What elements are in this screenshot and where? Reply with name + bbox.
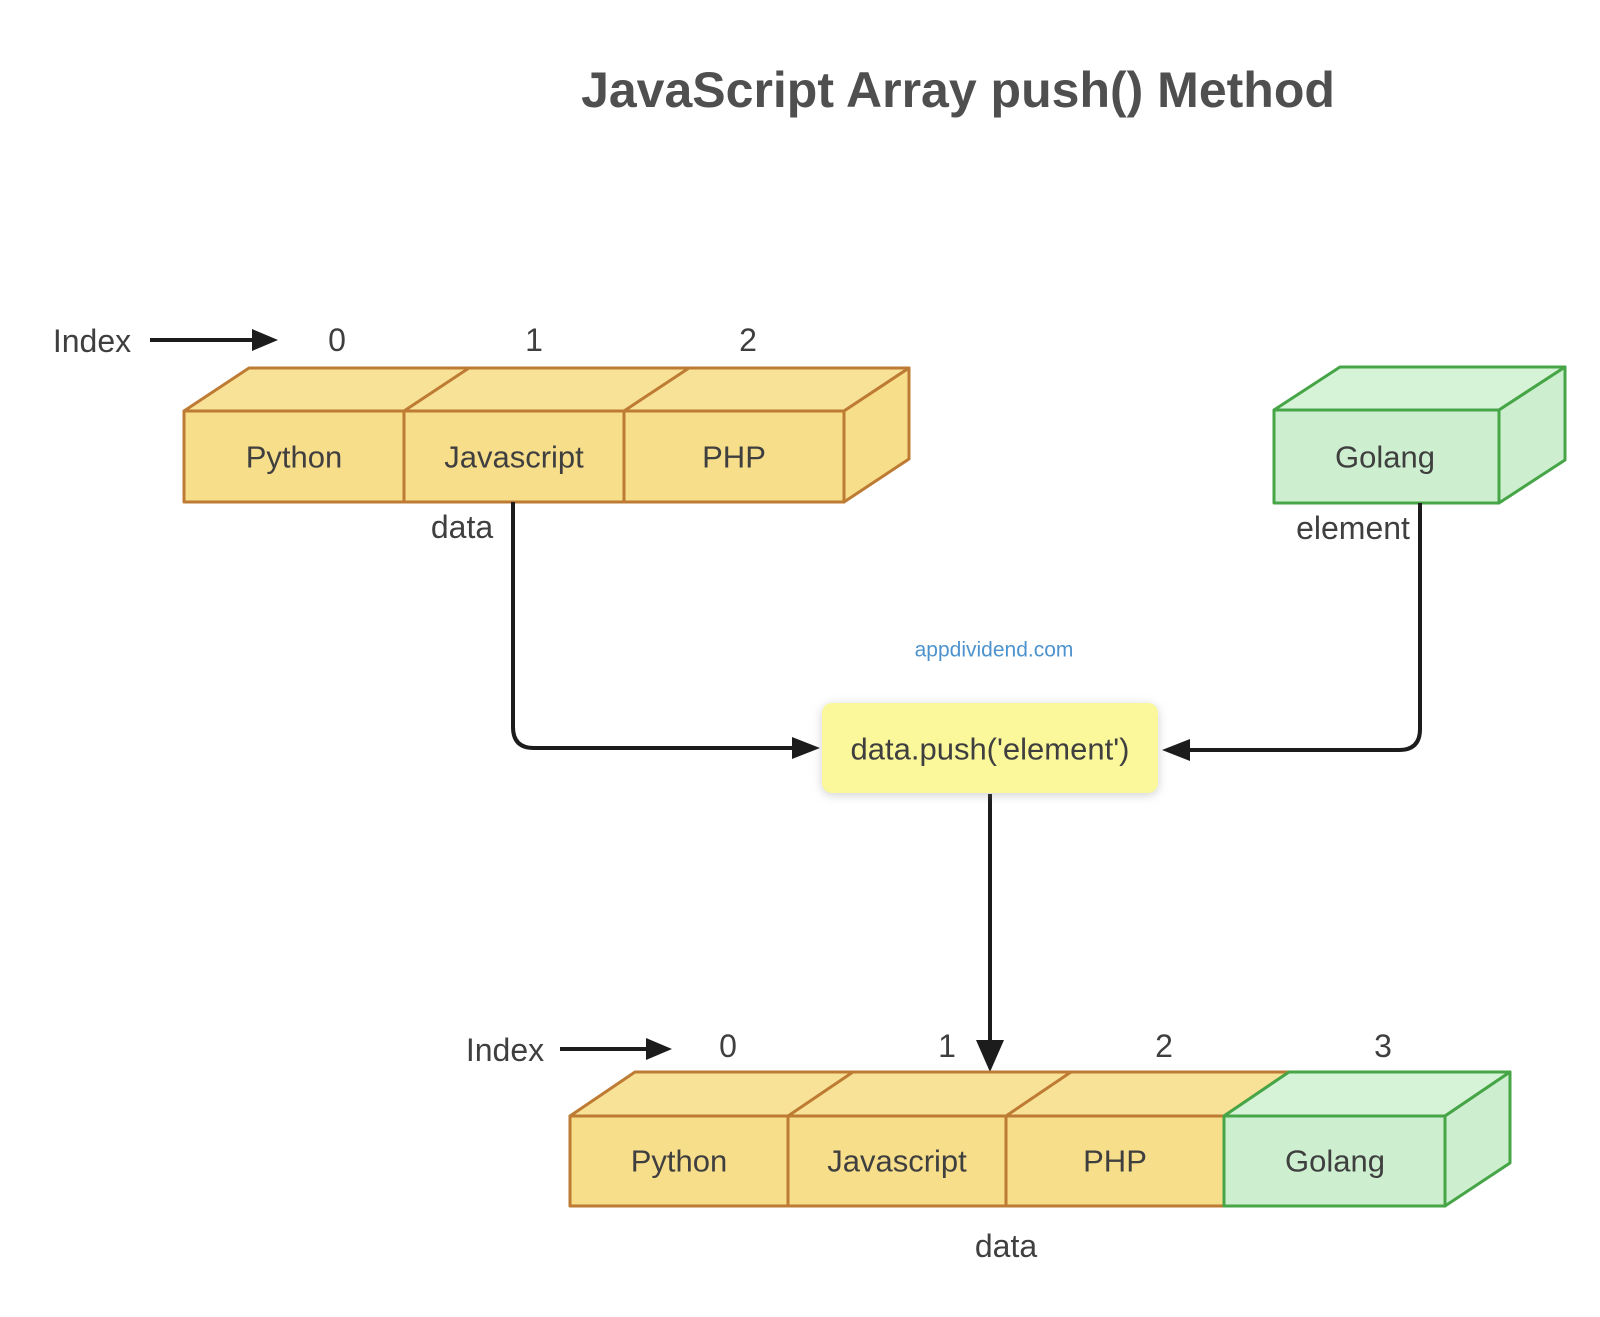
before-cell-2-label: PHP <box>702 440 766 475</box>
after-cell-2-label: PHP <box>1083 1144 1147 1179</box>
after-array-top-divider-2 <box>1005 1070 1072 1118</box>
before-index-0: 0 <box>328 322 346 358</box>
push-to-result-arrowhead-icon <box>976 1040 1004 1072</box>
after-index-label: Index <box>466 1032 544 1068</box>
before-index-2: 2 <box>739 322 757 358</box>
watermark-text: appdividend.com <box>915 639 1074 662</box>
after-index-3: 3 <box>1374 1028 1392 1064</box>
element-to-push-arrowhead-icon <box>1162 739 1190 761</box>
before-array-top-divider-2 <box>623 366 690 413</box>
page-title: JavaScript Array push() Method <box>581 62 1335 118</box>
before-cell-1-label: Javascript <box>444 440 584 475</box>
before-cell-2 <box>622 409 846 504</box>
push-call-box: data.push('element') <box>822 703 1158 793</box>
element-to-push-connector <box>1186 503 1422 752</box>
element-box: Golang element <box>1272 365 1567 546</box>
after-cell-0 <box>568 1114 790 1208</box>
after-cell-3 <box>1222 1114 1447 1208</box>
after-index-2: 2 <box>1155 1028 1173 1064</box>
after-cell-0-label: Python <box>631 1144 728 1179</box>
element-box-front-face <box>1272 408 1501 505</box>
before-cell-0-label: Python <box>246 440 343 475</box>
before-index-arrowhead-icon <box>252 329 278 351</box>
after-cell-1-label: Javascript <box>827 1144 967 1179</box>
after-index-1: 1 <box>938 1028 956 1064</box>
before-index-1: 1 <box>525 322 543 358</box>
after-cell-2 <box>1004 1114 1226 1208</box>
element-box-label: Golang <box>1335 440 1435 475</box>
before-array-top-divider-1 <box>403 366 470 413</box>
before-index-label: Index <box>53 323 131 359</box>
before-array-name-label: data <box>431 509 493 545</box>
push-call-rect <box>822 703 1158 793</box>
push-call-label: data.push('element') <box>851 732 1130 767</box>
after-cell-3-label: Golang <box>1285 1144 1385 1179</box>
after-index-arrowhead-icon <box>646 1038 672 1060</box>
before-cell-0 <box>182 409 406 504</box>
before-array: Index 0 1 2 Python Javascript PHP data <box>53 322 911 545</box>
after-array: Index 0 1 2 3 Python Javascript PHP Gola… <box>466 1028 1512 1264</box>
after-array-top-divider-1 <box>787 1070 854 1118</box>
element-name-label: element <box>1296 510 1410 546</box>
after-array-top-face-yellow <box>568 1070 1291 1118</box>
before-array-top-face <box>182 366 911 413</box>
after-index-0: 0 <box>719 1028 737 1064</box>
after-cell-1 <box>786 1114 1008 1208</box>
data-to-push-arrowhead-icon <box>792 737 820 759</box>
data-to-push-connector <box>511 502 796 750</box>
after-array-name-label: data <box>975 1228 1037 1264</box>
